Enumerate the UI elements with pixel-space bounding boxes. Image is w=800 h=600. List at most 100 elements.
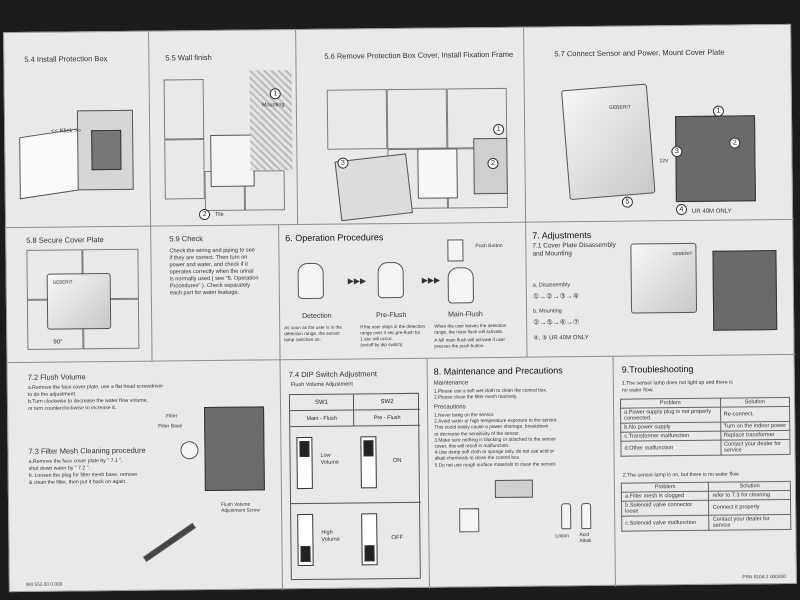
section-title: 6. Operation Procedures [285,232,384,244]
section-5-5: 5.5 Wall finish 1 Mounting 2 Tile [149,30,299,227]
section-7-2-7-3: 7.2 Flush Volume a.Remove the face cover… [7,360,283,594]
wall-tile [164,139,205,200]
push-button-label: Push Button [475,242,503,250]
voltage-label: 12V [659,158,669,165]
detection-label: Detection [302,312,332,321]
section-title: 5.8 Secure Cover Plate [26,235,104,245]
maintenance-heading: Maintenance [433,380,469,387]
brand-logo: GEBERIT [52,279,73,285]
section-7: 7. Adjustments 7.1 Cover Plate Disassemb… [526,219,796,358]
angle-label: 90° [53,339,63,346]
brand-logo: GEBERIT [608,104,631,111]
step-number-3: 3 [671,146,683,158]
problem-cell: c.Solenoid valve malfunction [621,515,710,532]
urinal-detection [297,262,324,300]
mounting-frame [210,134,255,187]
fv-screw-label: Flush Volume Adjustment Screw [221,502,260,514]
section-7-4: 7.4 DIP Switch Adjustment Flush Volume A… [280,358,430,591]
precautions-heading: Precautions [434,404,466,411]
section-5-6: 5.6 Remove Protection Box Cover, Install… [296,27,527,226]
section-subtitle: 7.1 Cover Plate Disassembly and Mounting [532,241,616,258]
row-label: Low Volume [320,452,340,466]
klick-callout: << Klick >> [51,128,82,135]
section-title: 5.6 Remove Protection Box Cover, Install… [324,49,514,61]
mounting-label: b. Mounting [533,308,562,315]
filter-cleaning-title: 7.3 Filter Mesh Cleaning procedure [28,445,146,456]
push-button-diagram [447,239,464,262]
disassembly-label: a. Disassembly [532,282,571,289]
solution-cell: Contact your dealer for service [709,514,791,531]
step-number-4: 4 [675,203,688,216]
row-label: High Volume [321,529,340,543]
arrow-2: ▶▶▶ [421,275,441,285]
section-subtitle: Flush Volume Adjustment [290,381,353,389]
trouble-1-title: 1.The sensor lamp does not light up and … [621,379,733,394]
section-title: 5.5 Wall finish [165,52,212,63]
arrow-1: ▶▶▶ [347,276,367,286]
section-title: 9.Troubleshooting [621,363,694,375]
problem-cell: b.Solenoid valve connector loose [621,500,710,517]
wall-tile [386,88,448,150]
screwdriver [143,522,196,562]
valve-unit [91,129,122,171]
wall-tile [163,79,205,140]
step-number-3: 3 [337,157,349,169]
step-number-2: 2 [487,157,499,170]
urinal-preflush [377,261,404,299]
step-number-2: 2 [729,137,741,149]
disassembly-steps: ①→②→③→④ [532,293,580,301]
footer-left: W4 553.00 0.000 [25,582,63,588]
header-sw1: SW1 [289,394,355,412]
control-unit [712,250,778,331]
solution-cell: Connect it properly [709,499,791,516]
section-5-9: 5.9 Check Check the wiring and piping to… [151,225,281,362]
row-state: OFF [391,534,404,542]
header-sw2: SW2 [353,393,421,411]
mainflush-desc-1: When the user leaves the detection range… [434,322,507,335]
step-number-1: 1 [493,123,505,136]
flush-volume-title: 7.2 Flush Volume [27,372,86,382]
section-title: 5.9 Check [169,234,204,244]
section-6: 6. Operation Procedures Push Button ▶▶▶ … [279,222,528,361]
preflush-desc: If the user stays in the detection range… [360,323,426,348]
dip-row-high: High Volume OFF [291,503,422,581]
problem-cell: d.Other malfunction [620,440,721,457]
instruction-sheet: 5.4 Install Protection Box << Klick >> 5… [3,23,798,594]
dip-switch-lever [300,545,311,563]
dip-row-low: Low Volume ON [290,425,422,505]
trouble-2-title: 2.The sensor lamp is on, but there is no… [622,471,740,479]
mainflush-desc-2: A full main flush will activate if user … [434,336,506,349]
plaster-wall [249,70,293,171]
section-title: 5.7 Connect Sensor and Power, Mount Cove… [554,47,725,59]
mounting-label: Mounting [261,102,285,109]
filter-label: Filter [166,413,178,420]
section-8: 8. Maintenance and Precautions Maintenan… [427,356,616,589]
section-title: 8. Maintenance and Precautions [433,365,563,377]
tile-label: Tile [214,211,224,218]
row-state: ON [392,457,402,465]
subheader-main-flush: Main - Flush [290,410,355,428]
step-number-5: 5 [621,196,633,208]
problem-cell: a.Power supply plug is not properly conn… [620,407,721,424]
solution-cell: Re-connect. [720,406,790,423]
wall-tile [326,89,388,150]
model-label: UR 40M ONLY [691,208,732,215]
precautions-items: 1.Never bang on the sensor. 2.Avoid wate… [434,413,558,469]
table-row: a.Power supply plug is not properly conn… [620,406,790,424]
acid-label: Acid Alkali [579,532,592,544]
urinal-mainflush [447,267,474,304]
section-5-4: 5.4 Install Protection Box << Klick >> [4,31,152,229]
brand-logo: GEBERIT [672,250,693,257]
section-9: 9.Troubleshooting 1.The sensor lamp does… [614,355,798,587]
mounting-steps: ②→⑤→⑥→⑦ [533,319,580,327]
flush-volume-text: a.Remove the face cover plate, use a fla… [27,383,164,412]
check-text: Check the wiring and piping to see if th… [169,247,259,297]
step-number-1: 1 [712,105,725,117]
acid-bottle [581,503,592,530]
section-title: 7. Adjustments [532,229,592,241]
dip-switch-table: SW1 SW2 Main - Flush Pre - Flush Low Vol… [288,392,422,581]
